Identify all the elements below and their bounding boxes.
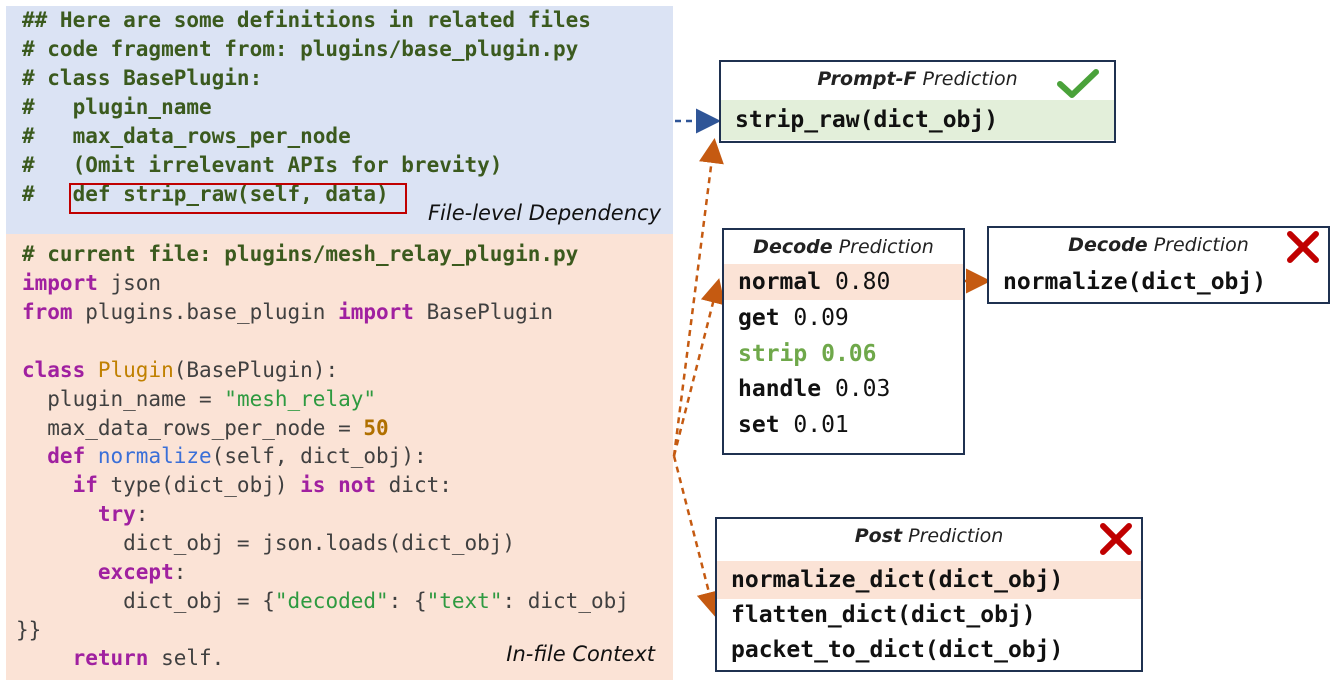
keyword: except	[22, 560, 174, 584]
context-to-post-arrow	[672, 455, 722, 617]
post-prediction-box: Post Prediction normalize_dict(dict_obj)…	[715, 517, 1143, 672]
keyword: try	[22, 502, 136, 526]
code-text: self.	[148, 646, 225, 670]
candidate-row: normal 0.80	[724, 264, 963, 300]
candidate-row: handle 0.03	[738, 376, 891, 402]
candidate-row: get 0.09	[738, 305, 849, 331]
code-line: dict_obj = {"decoded": {"text": dict_obj	[22, 587, 629, 616]
code-line: class Plugin(BasePlugin):	[22, 356, 338, 385]
code-line: import json	[22, 269, 161, 298]
keyword: return	[22, 646, 149, 670]
cross-icon	[1287, 231, 1319, 263]
dependency-line: # plugin_name	[22, 95, 212, 119]
code-line: try:	[22, 500, 149, 529]
dependency-line: # def strip_raw(self, data)	[22, 182, 389, 206]
function-name: normalize	[97, 444, 212, 468]
in-file-context-panel: # current file: plugins/mesh_relay_plugi…	[6, 234, 673, 680]
prediction-row: strip_raw(dict_obj)	[721, 100, 1114, 140]
keyword: if	[22, 473, 98, 497]
code-text: dict:	[376, 473, 452, 497]
code-line: def normalize(self, dict_obj):	[22, 442, 427, 471]
candidate-row: packet_to_dict(dict_obj)	[731, 637, 1064, 663]
string-literal: "text"	[426, 589, 503, 613]
code-text: : dict_obj	[502, 589, 629, 613]
promptf-prediction-box: Prompt-F Prediction strip_raw(dict_obj)	[719, 60, 1116, 143]
dependency-line: # (Omit irrelevant APIs for brevity)	[22, 153, 503, 177]
check-icon	[1057, 69, 1099, 98]
code-text: BasePlugin	[413, 300, 554, 324]
code-line: plugin_name = "mesh_relay"	[22, 385, 376, 414]
context-header: # current file: plugins/mesh_relay_plugi…	[22, 242, 579, 266]
candidate-row: strip 0.06	[738, 341, 877, 367]
dependency-line: # class BasePlugin:	[22, 66, 263, 90]
prediction-row: normalize(dict_obj)	[1003, 269, 1267, 295]
candidate-row: normalize_dict(dict_obj)	[717, 561, 1141, 599]
code-line: max_data_rows_per_node = 50	[22, 414, 389, 443]
code-line: if type(dict_obj) is not dict:	[22, 471, 452, 500]
strip-raw-highlight-box	[69, 183, 407, 214]
code-text: plugin_name =	[22, 387, 225, 411]
dependency-line: # max_data_rows_per_node	[22, 124, 351, 148]
keyword: from	[22, 300, 73, 324]
code-text: dict_obj = {	[22, 589, 275, 613]
dependency-line: ## Here are some definitions in related …	[22, 8, 591, 32]
keyword: class	[22, 358, 86, 382]
code-text: (self, dict_obj):	[211, 444, 427, 468]
code-text: : {	[388, 589, 427, 613]
dependency-caption: File-level Dependency	[427, 201, 661, 225]
keyword: import	[22, 271, 98, 295]
number-literal: 50	[363, 416, 389, 440]
code-text: :	[135, 502, 149, 526]
code-line: dict_obj = json.loads(dict_obj)	[22, 531, 516, 555]
class-name: Plugin	[97, 358, 174, 382]
file-dependency-panel: ## Here are some definitions in related …	[6, 6, 673, 234]
decode-candidates-box: Decode Prediction normal 0.80 get 0.09 s…	[722, 228, 965, 455]
decode-result-box: Decode Prediction normalize(dict_obj)	[987, 226, 1330, 304]
keyword: def	[22, 444, 86, 468]
code-text: json	[97, 271, 162, 295]
code-line: from plugins.base_plugin import BasePlug…	[22, 298, 553, 327]
post-title: Post Prediction	[854, 525, 1004, 547]
decode-title: Decode Prediction	[753, 236, 934, 258]
string-literal: "decoded"	[274, 589, 389, 613]
code-text: max_data_rows_per_node =	[22, 416, 364, 440]
keyword: import	[338, 300, 414, 324]
decode-result-title: Decode Prediction	[1068, 234, 1249, 256]
context-to-decode-arrow	[672, 278, 726, 457]
candidate-row: set 0.01	[738, 412, 849, 438]
cross-icon	[1100, 523, 1132, 555]
keyword: is not	[300, 473, 377, 497]
code-text: (BasePlugin):	[173, 358, 339, 382]
candidate-row: flatten_dict(dict_obj)	[731, 602, 1036, 628]
context-to-promptf-arrow	[672, 138, 724, 457]
dependency-line: # code fragment from: plugins/base_plugi…	[22, 37, 579, 61]
context-caption: In-file Context	[506, 642, 655, 666]
string-literal: "mesh_relay"	[224, 387, 377, 411]
code-line: return self.	[22, 644, 225, 673]
code-line: except:	[22, 558, 187, 587]
code-text: plugins.base_plugin	[72, 300, 339, 324]
code-text: :	[173, 560, 187, 584]
code-text: type(dict_obj)	[97, 473, 301, 497]
code-line: }}	[16, 618, 42, 642]
promptf-title: Prompt-F Prediction	[817, 68, 1018, 90]
